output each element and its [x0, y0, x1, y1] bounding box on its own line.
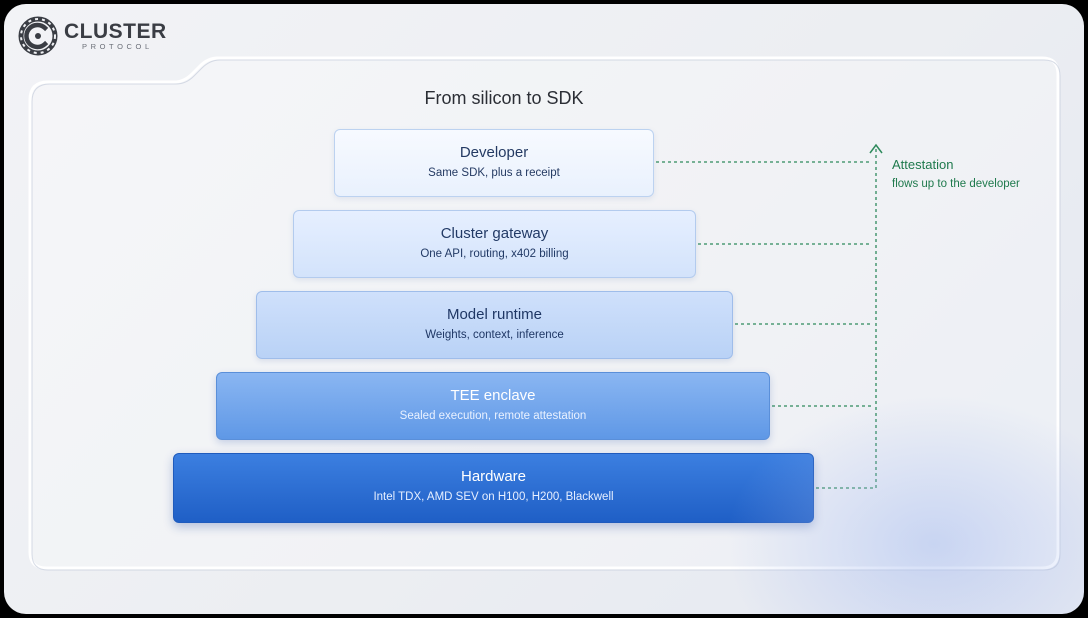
layer-description: Intel TDX, AMD SEV on H100, H200, Blackw…	[373, 491, 614, 503]
layer-name: TEE enclave	[450, 387, 536, 404]
attestation-arrow-icon	[869, 143, 883, 154]
layer-description: Same SDK, plus a receipt	[428, 167, 560, 179]
layer-description: Sealed execution, remote attestation	[399, 410, 587, 422]
slide-frame: CLUSTER PROTOCOL From silicon to SDK Dev…	[4, 4, 1084, 614]
layer-description: Weights, context, inference	[425, 329, 564, 341]
layer-name: Model runtime	[446, 306, 543, 323]
cluster-protocol-logo: CLUSTER PROTOCOL	[18, 16, 167, 56]
cluster-logo-icon	[18, 16, 58, 56]
layer-model-runtime: Model runtime Weights, context, inferenc…	[256, 291, 733, 359]
attestation-label: Attestation	[892, 157, 954, 172]
layer-description: One API, routing, x402 billing	[420, 248, 569, 260]
layer-tee-enclave: TEE enclave Sealed execution, remote att…	[216, 372, 770, 440]
attestation-connectors	[656, 147, 877, 489]
diagram-title: From silicon to SDK	[424, 88, 584, 108]
brand-name: CLUSTER	[64, 20, 167, 44]
layer-name: Cluster gateway	[440, 225, 549, 242]
layer-name: Developer	[459, 144, 529, 161]
layer-cluster-gateway: Cluster gateway One API, routing, x402 b…	[293, 210, 696, 278]
layer-hardware: Hardware Intel TDX, AMD SEV on H100, H20…	[173, 453, 814, 523]
attestation-sublabel: flows up to the developer	[892, 178, 1020, 190]
brand-tagline: PROTOCOL	[82, 42, 153, 52]
layer-developer: Developer Same SDK, plus a receipt	[334, 129, 654, 197]
layer-name: Hardware	[460, 468, 527, 485]
